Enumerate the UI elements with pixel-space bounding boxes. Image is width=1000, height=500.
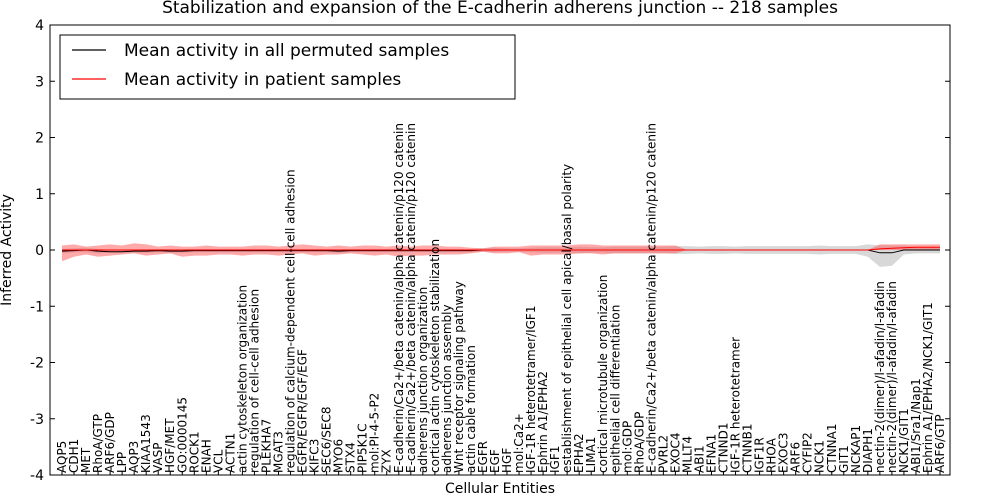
x-tick-label: ROCK1 — [187, 431, 201, 473]
x-tick-label: ABI1 — [693, 445, 707, 473]
x-tick-label: VASP — [151, 442, 165, 473]
y-axis: -4 -3 -2 -1 0 1 2 3 4 — [30, 18, 950, 484]
x-tick-label: LPP — [115, 452, 129, 473]
x-tick-label: EXOC4 — [668, 433, 682, 474]
x-tick-label: E-cadherin/Ca2+/beta catenin/alpha caten… — [644, 123, 658, 473]
x-tick-label: CTNND1 — [717, 422, 731, 473]
x-tick-label: HGF — [500, 448, 514, 473]
x-tick-label: E-cadherin/Ca2+/beta catenin/alpha caten… — [392, 123, 406, 473]
x-tick-label: mol:GDP — [620, 421, 634, 473]
x-tick-label: Ephrin A1/EPHA2/NCK1/GIT1 — [921, 302, 935, 473]
x-tick-label: MLLT4 — [680, 436, 694, 473]
x-tick-label: EGFR/EGFR/EGF/EGF — [296, 349, 310, 473]
x-tick-label: EFNA1 — [705, 434, 719, 473]
x-tick-label: GIT1 — [837, 445, 851, 473]
confidence-bands — [62, 243, 940, 267]
x-tick-label: actin cable formation — [464, 345, 478, 473]
x-tick-label: ARF6 — [789, 442, 803, 473]
x-tick-label: DIAPH1 — [861, 428, 875, 473]
x-tick-label: adherens junction organization — [416, 287, 430, 473]
x-tick-label: ABI1/Sra1/Nap1 — [909, 378, 923, 473]
x-tick-label: KIFC3 — [308, 439, 322, 473]
series-line-patient — [62, 246, 940, 251]
x-tick-label: KIAA1543 — [139, 414, 153, 473]
x-tick-label: regulation of cell-cell adhesion — [247, 289, 261, 473]
x-tick-label: CTNNA1 — [825, 423, 839, 473]
y-tick-label: 3 — [35, 74, 44, 90]
x-tick-label: Wnt receptor signaling pathway — [452, 281, 466, 473]
x-axis-title: Cellular Entities — [445, 481, 555, 497]
x-tick-label: IGF-1R heterotetramer/IGF1 — [524, 306, 538, 473]
chart-title: Stabilization and expansion of the E-cad… — [162, 0, 838, 18]
x-tick-label: actin cytoskeleton organization — [235, 285, 249, 473]
x-tick-label: cortical actin cytoskeleton stabilizatio… — [428, 239, 442, 473]
x-tick-label: adherens junction assembly — [440, 304, 454, 473]
x-tick-label: epithelial cell differentiation — [608, 305, 622, 473]
y-tick-label: -2 — [30, 356, 44, 372]
x-tick-label: EPHA2 — [572, 433, 586, 473]
x-tick-label: nectin-2(dimer)/l-afadin/l-afadin — [885, 281, 899, 473]
x-tick-label: mol:PI-4-5-P2 — [368, 393, 382, 473]
x-tick-label: Ephrin A1/EPHA2 — [536, 371, 550, 473]
x-tick-label: SEC6/SEC8 — [320, 407, 334, 473]
x-tick-label: cortical microtubule organization — [596, 275, 610, 473]
x-tick-label: ZYX — [380, 449, 394, 473]
x-tick-label: EGFR — [476, 441, 490, 473]
x-tick-label: RhoA/GTP — [91, 414, 105, 473]
x-tick-label: MET — [79, 447, 93, 473]
x-tick-label: ARF6/GDP — [103, 412, 117, 473]
legend-box — [59, 34, 516, 100]
x-tick-label: IGF-1R heterotetramer — [729, 337, 743, 473]
x-tick-label: RHOA — [765, 437, 779, 473]
x-tick-label: EXOC3 — [777, 433, 791, 474]
y-axis-title: Inferred Activity — [0, 194, 15, 306]
x-tick-label: PVRL2 — [656, 435, 670, 473]
x-tick-label: MGAT3 — [272, 431, 286, 473]
x-tick-label: LIMA1 — [584, 437, 598, 473]
x-tick-label: VCL — [211, 449, 225, 473]
y-tick-label: -3 — [30, 412, 44, 428]
x-tick-label: NCKAP1 — [849, 425, 863, 473]
x-tick-label: nectin-2(dimer)/l-afadin/l-afadin — [873, 281, 887, 473]
x-tick-label: CYFIP2 — [801, 432, 815, 473]
series-lines — [61, 246, 940, 254]
x-tick-label: ACTN1 — [223, 433, 237, 473]
x-tick-label: CTNNB1 — [741, 423, 755, 473]
x-tick-label: establishment of epithelial cell apical/… — [560, 164, 574, 473]
y-tick-label: 2 — [35, 131, 44, 147]
x-tick-label: GO:0000145 — [175, 397, 189, 473]
x-tick-label: AQP3 — [127, 441, 141, 473]
x-tick-label: NCK1/GIT1 — [897, 408, 911, 473]
x-tick-label: E-cadherin/Ca2+/beta catenin/alpha caten… — [404, 123, 418, 473]
x-tick-label: regulation of calcium-dependent cell-cel… — [284, 169, 298, 473]
x-tick-label: IGF1 — [548, 446, 562, 473]
y-tick-label: -1 — [30, 299, 44, 315]
x-tick-label: ENAH — [199, 439, 213, 473]
x-tick-label: ARF6/GTP — [933, 414, 947, 473]
y-tick-label: 1 — [35, 187, 44, 203]
legend: Mean activity in all permuted samplesMea… — [59, 34, 516, 100]
y-tick-label: 0 — [35, 243, 44, 259]
x-tick-label: PIP5K1C — [356, 423, 370, 473]
legend-label: Mean activity in all permuted samples — [124, 41, 449, 61]
y-tick-label: 4 — [35, 18, 44, 34]
x-tick-label: PLEKHA7 — [260, 419, 274, 473]
x-tick-label: EGF — [488, 449, 502, 473]
x-tick-label: mol:Ca2+ — [512, 413, 526, 473]
y-tick-label: -4 — [30, 468, 44, 484]
x-tick-label: CDH1 — [67, 439, 81, 473]
x-axis: AQP5CDH1METRhoA/GTPARF6/GDPLPPAQP3KIAA15… — [55, 123, 947, 475]
x-tick-label: IGF1R — [753, 437, 767, 473]
legend-label: Mean activity in patient samples — [124, 70, 401, 90]
x-tick-label: STX4 — [344, 442, 358, 473]
x-tick-label: MYO6 — [332, 439, 346, 473]
band-patient — [62, 243, 940, 262]
x-tick-label: NCK1 — [813, 440, 827, 473]
x-tick-label: RhoA/GDP — [632, 412, 646, 473]
x-tick-label: AQP5 — [55, 441, 69, 473]
x-tick-label: HGF/MET — [163, 418, 177, 473]
